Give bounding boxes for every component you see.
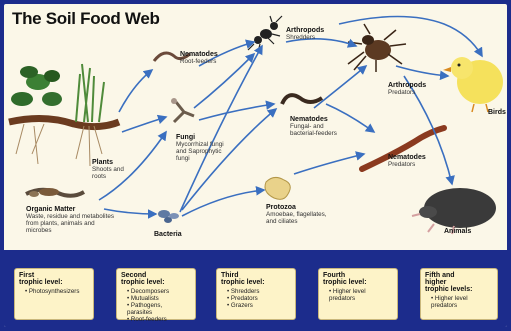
trophic-level-3-item: Shredders: [227, 288, 291, 295]
trophic-level-2: Second trophic level: Decomposers Mutual…: [116, 268, 196, 320]
label-arthropods-shredders: Arthropods Shredders: [286, 27, 324, 41]
arthropod-shredder-icon: [248, 16, 282, 52]
birds-name: Birds: [488, 109, 506, 116]
label-protozoa: Protozoa Amoebae, flagellates, and cilia…: [266, 204, 327, 225]
organic-matter-icon: [26, 188, 84, 197]
arthropods-predators-name: Arthropods: [388, 82, 426, 89]
label-plants: Plants Shoots and roots: [92, 159, 124, 180]
organic-matter-desc: Waste, residue and metabolites from plan…: [26, 213, 114, 234]
nematode-fungal-icon: [282, 95, 322, 104]
trophic-level-1-title: First trophic level:: [19, 272, 89, 286]
protozoa-name: Protozoa: [266, 204, 327, 211]
label-animals: Animals: [444, 228, 471, 235]
plants-icon: [11, 64, 104, 166]
trophic-levels-strip: First trophic level: Photosynthesizers S…: [4, 250, 507, 327]
nematodes-fungal-desc: Fungal- and bacterial-feeders: [290, 123, 337, 137]
trophic-level-4-item: Higher level predators: [329, 288, 393, 302]
arthropods-shredders-name: Arthropods: [286, 27, 324, 34]
diagram-panel: The Soil Food Web: [4, 4, 507, 327]
fungi-name: Fungi: [176, 134, 224, 141]
label-organic-matter: Organic Matter Waste, residue and metabo…: [26, 206, 114, 234]
bacteria-icon: [158, 210, 179, 223]
fungi-icon: [171, 98, 194, 122]
nematodes-root-desc: Root-feeders: [180, 58, 218, 65]
trophic-level-3: Third trophic level: Shredders Predators…: [216, 268, 296, 320]
protozoa-desc: Amoebae, flagellates, and ciliates: [266, 211, 327, 225]
label-birds: Birds: [488, 109, 506, 116]
trophic-level-5: Fifth and higher trophic levels: Higher …: [420, 268, 498, 320]
arthropod-predator-icon: [348, 24, 406, 72]
label-nematodes-fungal: Nematodes Fungal- and bacterial-feeders: [290, 116, 337, 137]
protozoa-icon: [265, 177, 290, 199]
label-arthropods-predators: Arthropods Predators: [388, 82, 426, 96]
label-bacteria: Bacteria: [154, 231, 182, 238]
bacteria-name: Bacteria: [154, 231, 182, 238]
trophic-level-1-item: Photosynthesizers: [25, 288, 89, 295]
fungi-desc: Mycorrhizal fungi and Saprophytic fungi: [176, 141, 224, 162]
trophic-level-2-item: Mutualists: [127, 295, 191, 302]
trophic-level-3-item: Grazers: [227, 302, 291, 309]
plants-name: Plants: [92, 159, 124, 166]
plants-desc: Shoots and roots: [92, 166, 124, 180]
trophic-level-2-title: Second trophic level:: [121, 272, 191, 286]
trophic-level-4-title: Fourth trophic level:: [323, 272, 393, 286]
soil-strip: [9, 118, 119, 126]
trophic-level-3-title: Third trophic level:: [221, 272, 291, 286]
trophic-level-5-item: Higher level predators: [431, 295, 493, 309]
bird-icon: [443, 57, 503, 112]
label-fungi: Fungi Mycorrhizal fungi and Saprophytic …: [176, 134, 224, 162]
arthropods-predators-desc: Predators: [388, 89, 426, 96]
trophic-level-1: First trophic level: Photosynthesizers: [14, 268, 94, 320]
nematodes-predators-desc: Predators: [388, 161, 426, 168]
animals-name: Animals: [444, 228, 471, 235]
trophic-level-3-item: Predators: [227, 295, 291, 302]
arthropods-shredders-desc: Shredders: [286, 34, 324, 41]
nematodes-predators-name: Nematodes: [388, 154, 426, 161]
nematodes-root-name: Nematodes: [180, 51, 218, 58]
trophic-level-2-item: Root-feeders: [127, 316, 191, 323]
trophic-level-5-title: Fifth and higher trophic levels:: [425, 272, 493, 293]
trophic-level-2-item: Decomposers: [127, 288, 191, 295]
nematodes-fungal-name: Nematodes: [290, 116, 337, 123]
trophic-level-4: Fourth trophic level: Higher level preda…: [318, 268, 398, 320]
label-nematodes-predators: Nematodes Predators: [388, 154, 426, 168]
organic-matter-name: Organic Matter: [26, 206, 114, 213]
label-nematodes-root: Nematodes Root-feeders: [180, 51, 218, 65]
trophic-level-2-item: Pathogens, parasites: [127, 302, 191, 316]
